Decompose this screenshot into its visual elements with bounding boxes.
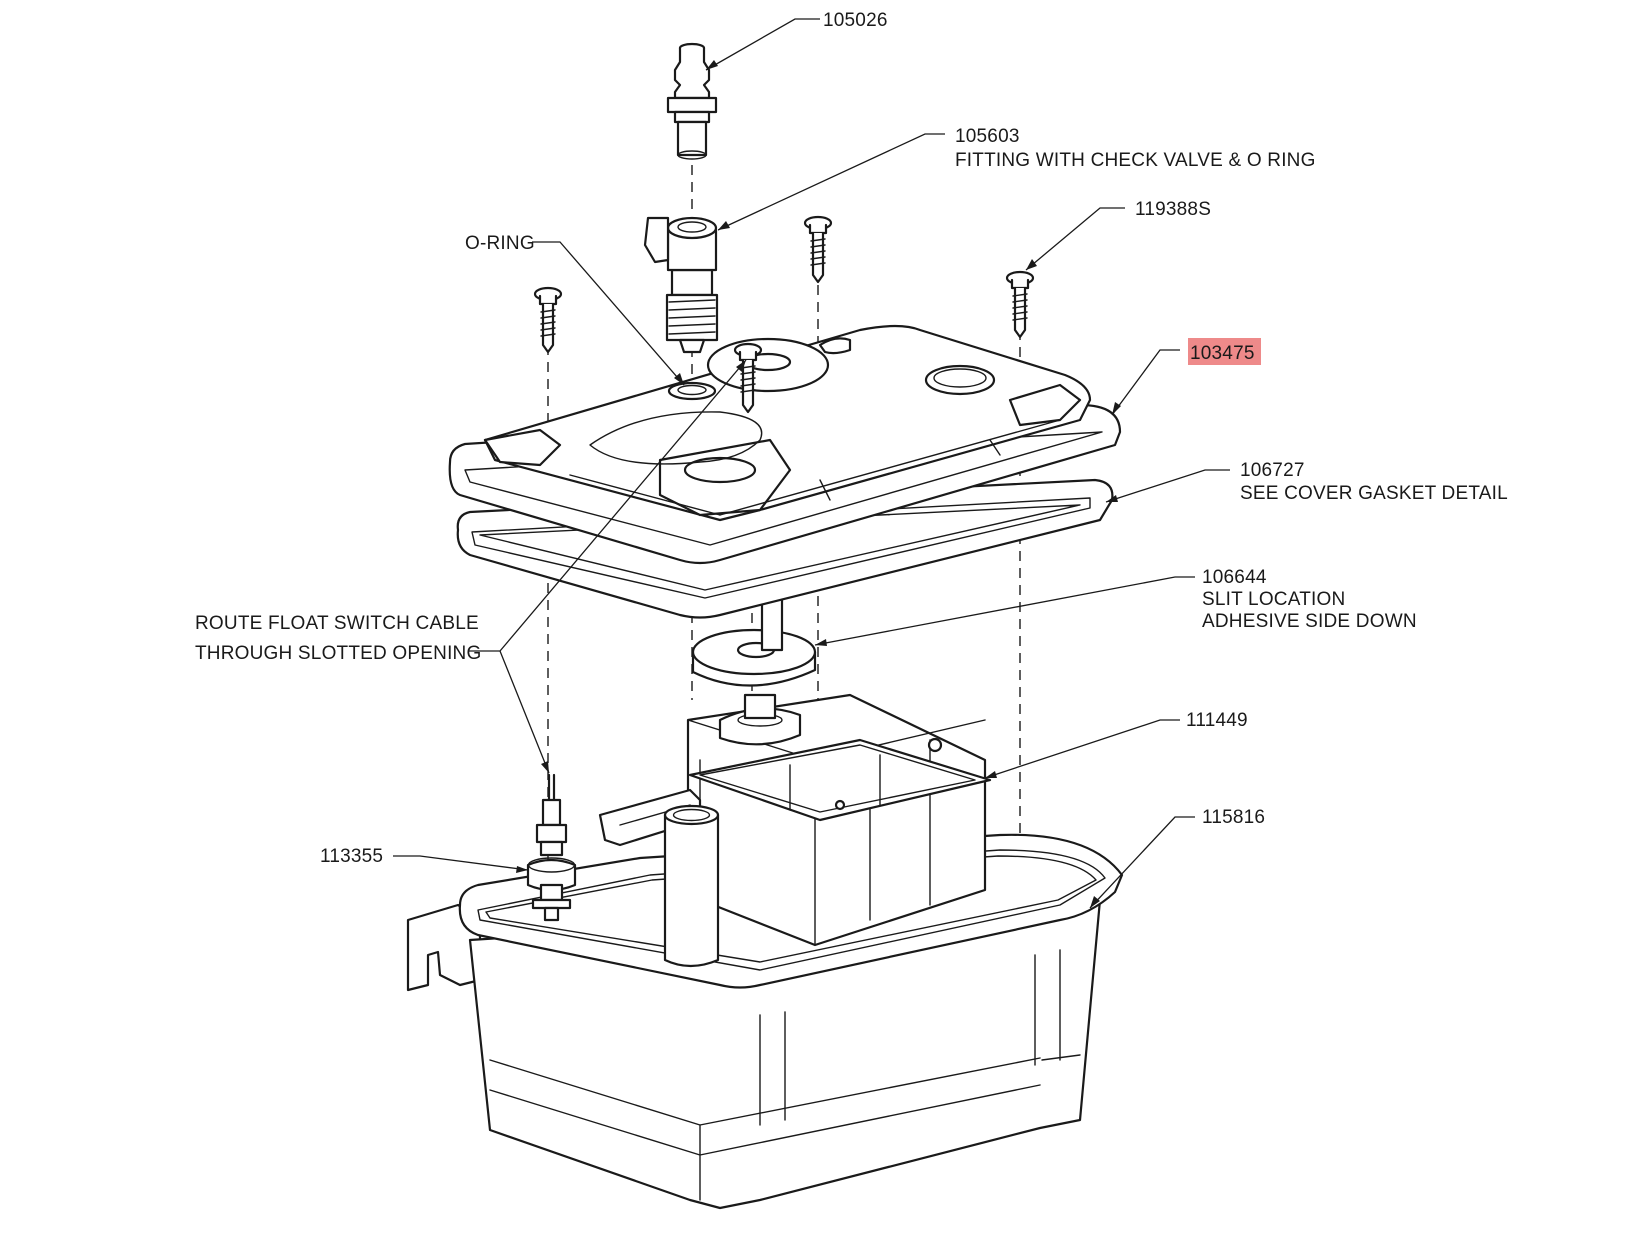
label-o-ring: O-RING xyxy=(465,233,535,254)
label-route-line2: THROUGH SLOTTED OPENING xyxy=(195,643,481,664)
label-103475: 103475 xyxy=(1190,343,1255,364)
label-115816: 115816 xyxy=(1202,807,1265,828)
label-106727-code: 106727 xyxy=(1240,460,1305,481)
barb-105026 xyxy=(666,42,718,160)
label-105603-code: 105603 xyxy=(955,126,1020,147)
label-119388s: 119388S xyxy=(1135,199,1211,220)
label-106644-adhesive: ADHESIVE SIDE DOWN xyxy=(1202,611,1417,632)
screw-rear-right xyxy=(1005,270,1035,339)
cover-103475 xyxy=(448,324,1122,565)
label-111449: 111449 xyxy=(1186,710,1248,731)
leader-lines xyxy=(393,18,1230,909)
float-switch-113355 xyxy=(526,773,577,922)
pump-111449 xyxy=(598,693,992,968)
highlight-103475 xyxy=(1188,338,1261,365)
label-105603-desc: FITTING WITH CHECK VALVE & O RING xyxy=(955,150,1316,171)
screw-center xyxy=(733,342,763,414)
label-113355: 113355 xyxy=(320,846,383,867)
fitting-105603 xyxy=(643,216,719,354)
label-106727-desc: SEE COVER GASKET DETAIL xyxy=(1240,483,1508,504)
screw-left xyxy=(533,286,563,354)
label-route-line1: ROUTE FLOAT SWITCH CABLE xyxy=(195,613,479,634)
label-105026: 105026 xyxy=(823,10,888,31)
label-106644-slit: SLIT LOCATION xyxy=(1202,589,1345,610)
foam-ring-106644 xyxy=(691,559,817,687)
screw-rear-center xyxy=(803,215,833,284)
label-106644-code: 106644 xyxy=(1202,567,1267,588)
